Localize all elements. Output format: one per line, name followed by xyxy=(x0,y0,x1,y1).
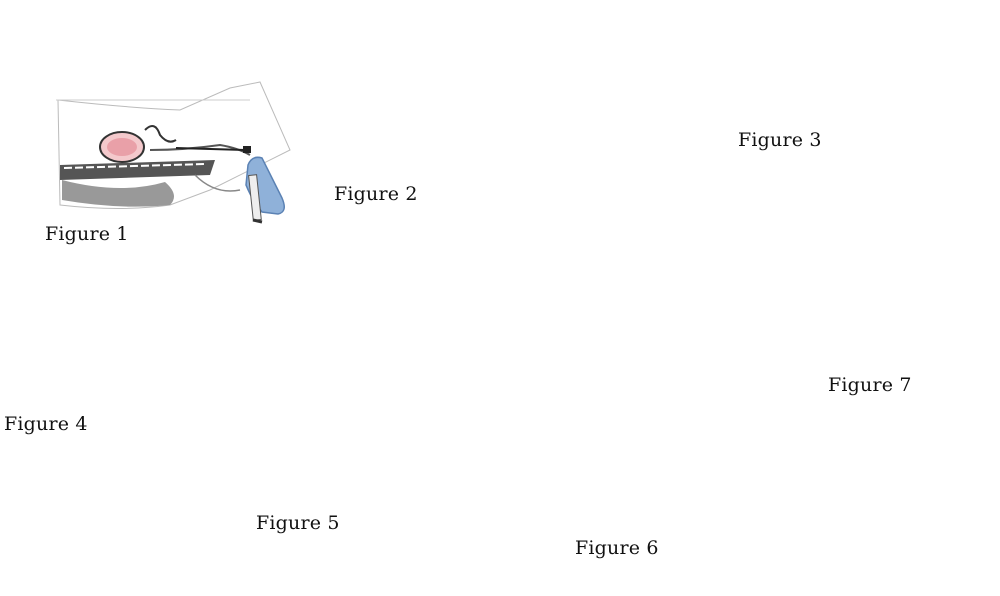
figure-1-caption: Figure 1 xyxy=(45,223,129,245)
figure-2-caption: Figure 2 xyxy=(334,183,418,205)
figure-3-caption: Figure 3 xyxy=(738,129,822,151)
figure-7-caption: Figure 7 xyxy=(828,374,912,396)
figure-4-caption: Figure 4 xyxy=(4,413,88,435)
figure-5-caption: Figure 5 xyxy=(256,512,340,534)
figure-1-drawing xyxy=(56,81,291,224)
figure-6-caption: Figure 6 xyxy=(575,537,659,559)
